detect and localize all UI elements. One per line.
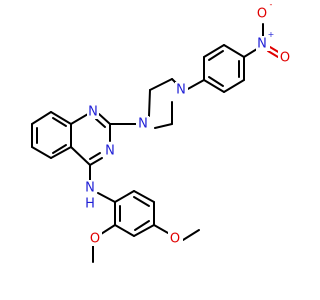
molecule-structure-diagram: N N N N N H N + O - O O O — [31, 0, 292, 263]
nitrophenyl-ring — [203, 44, 245, 93]
svg-text:N: N — [138, 117, 148, 132]
dimethoxyphenyl-ring — [114, 190, 155, 237]
bond — [100, 224, 116, 235]
bond-nitro-double — [267, 50, 279, 58]
svg-text:N: N — [88, 105, 98, 120]
bond-double-inner — [52, 144, 67, 154]
svg-text:N: N — [85, 181, 95, 196]
pyrimidine-ring — [70, 113, 111, 166]
bond — [31, 146, 52, 159]
bond — [182, 229, 200, 241]
bond — [185, 79, 205, 91]
atom-label-methoxy-o1: O — [88, 231, 102, 247]
piperazine-ring — [148, 78, 179, 129]
svg-text:N: N — [257, 37, 267, 52]
atom-label-nitro-n: N + — [256, 30, 274, 52]
bond — [31, 111, 52, 125]
bond — [149, 78, 173, 91]
atom-label-piperazine-n4: N — [175, 82, 188, 98]
svg-text:N: N — [176, 83, 186, 98]
svg-text:O: O — [280, 51, 290, 66]
bond — [223, 44, 245, 58]
bond — [70, 113, 89, 125]
bond-double-inner — [52, 117, 67, 127]
bond — [89, 157, 103, 166]
svg-text:H: H — [85, 197, 95, 212]
svg-text:O: O — [90, 232, 100, 247]
bond — [50, 146, 72, 159]
atom-label-nh: N — [84, 180, 96, 196]
bond — [153, 224, 169, 234]
bond — [223, 79, 245, 93]
bond-double-inner — [208, 50, 224, 61]
atom-label-nitro-o1: O - — [256, 0, 273, 22]
bond-double-inner — [134, 220, 150, 231]
bond — [114, 224, 135, 237]
atom-label-h: H — [84, 196, 96, 212]
atom-label-nitro-o2: O — [278, 50, 292, 66]
atom-label-n1: N — [87, 104, 99, 120]
bond — [133, 224, 155, 237]
atom-label-piperazine-n1: N — [136, 116, 149, 132]
bond — [148, 89, 151, 117]
bond-double-inner — [133, 196, 150, 207]
benzo-ring — [31, 111, 72, 159]
charge-plus: + — [268, 30, 275, 39]
svg-text:N: N — [105, 144, 115, 159]
atom-label-n3: N — [104, 143, 116, 159]
bond — [154, 123, 173, 129]
bond — [203, 79, 225, 93]
bond — [98, 113, 111, 125]
bond-double-inner — [208, 76, 224, 87]
bond — [97, 192, 116, 203]
svg-text:O: O — [257, 7, 267, 22]
bond — [243, 48, 258, 58]
bond — [133, 190, 155, 203]
charge-minus: - — [270, 0, 273, 9]
bond-double-inner — [95, 118, 106, 128]
bond — [203, 44, 225, 58]
bond — [50, 111, 72, 125]
bond — [114, 190, 135, 203]
bond-double-inner — [89, 152, 101, 160]
atom-label-methoxy-o2: O — [168, 231, 183, 247]
svg-text:O: O — [170, 232, 180, 247]
bond — [70, 146, 91, 166]
